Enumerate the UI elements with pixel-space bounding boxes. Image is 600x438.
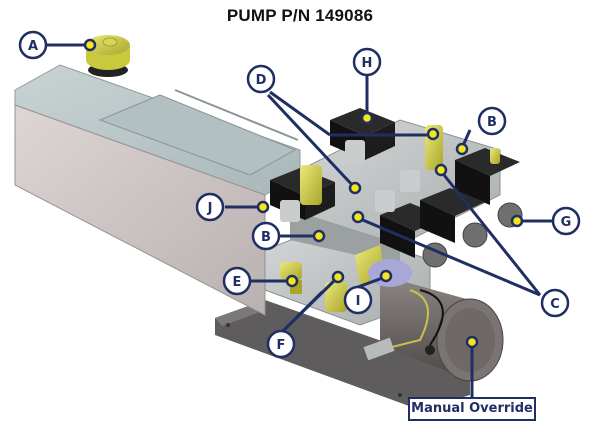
callout-letter: D xyxy=(256,73,267,88)
callout-I: I xyxy=(343,285,373,315)
callout-G: G xyxy=(551,206,581,236)
callout-B-lower: B xyxy=(251,221,281,251)
callout-letter: F xyxy=(277,338,286,353)
callout-letter: B xyxy=(261,230,271,245)
callout-A: A xyxy=(18,30,48,60)
callout-letter: G xyxy=(561,215,572,230)
manual-override-label: Manual Override xyxy=(408,397,536,421)
callout-letter: I xyxy=(356,294,361,309)
callout-letter: E xyxy=(233,275,242,290)
reservoir-tank xyxy=(14,64,301,316)
callout-F: F xyxy=(266,329,296,359)
filler-cap xyxy=(86,35,130,77)
callout-J: J xyxy=(195,192,225,222)
callout-D: D xyxy=(246,64,276,94)
callout-leader-lines xyxy=(45,43,566,397)
callout-markers xyxy=(83,38,524,349)
callout-letter: J xyxy=(207,201,213,216)
callout-letter: B xyxy=(487,115,497,130)
callout-C: C xyxy=(540,288,570,318)
callout-H: H xyxy=(352,47,382,77)
callout-letter: H xyxy=(362,56,373,71)
callout-letter: A xyxy=(28,39,38,54)
callout-E: E xyxy=(222,266,252,296)
diagram-title: PUMP P/N 149086 xyxy=(226,6,374,25)
callout-B-upper: B xyxy=(477,106,507,136)
callout-letter: C xyxy=(550,297,560,312)
